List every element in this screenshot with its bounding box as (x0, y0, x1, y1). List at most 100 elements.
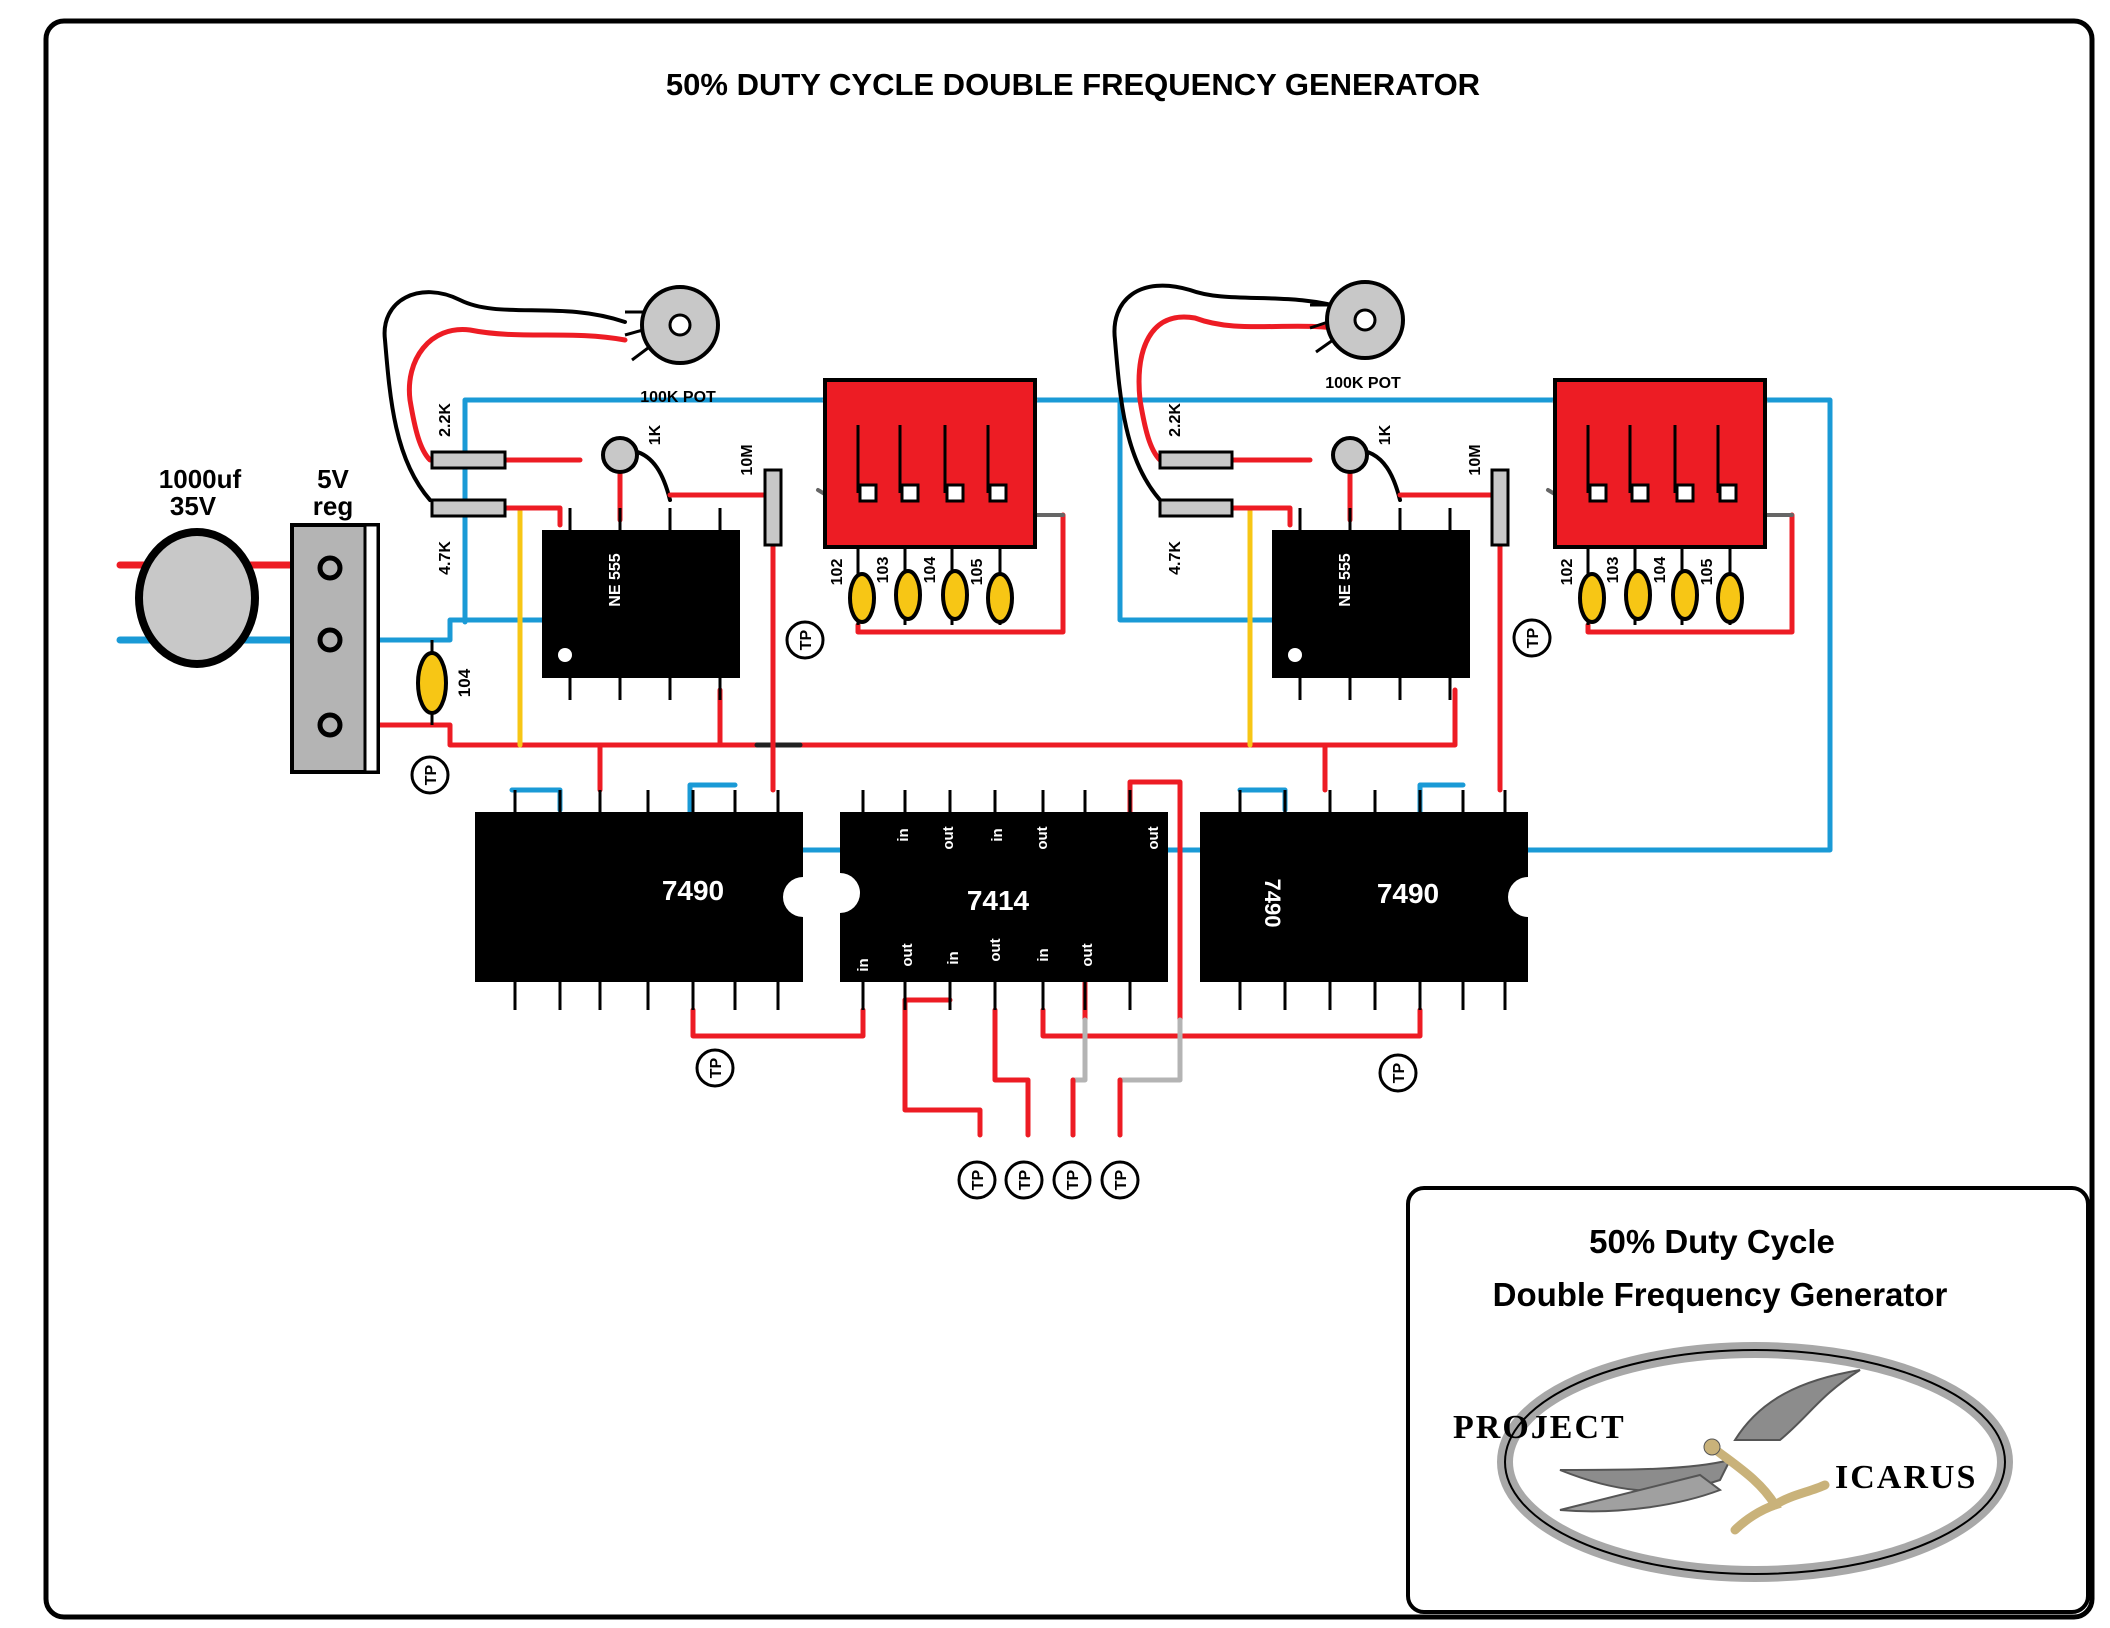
svg-text:TP: TP (1525, 627, 1542, 648)
left-10m-label: 10M (739, 444, 756, 475)
inverter-7414-label: 7414 (967, 885, 1030, 916)
left-resistor-4k7 (430, 498, 507, 518)
right-timing-caps (1578, 547, 1744, 625)
left-ne555-label: NE 555 (607, 553, 624, 606)
right-resistor-4k7 (1158, 498, 1234, 518)
pin-bot-0: in (855, 958, 872, 971)
left-resistor-10m (763, 468, 783, 547)
test-point-left-555: TP (785, 620, 825, 660)
test-point-inv-2: TP (1004, 1160, 1044, 1200)
right-cap-102: 102 (1559, 559, 1576, 586)
wire-right-4k7-red (1227, 505, 1293, 528)
page-title: 50% DUTY CYCLE DOUBLE FREQUENCY GENERATO… (666, 67, 1480, 102)
svg-text:TP: TP (708, 1057, 725, 1078)
left-4k7-label: 4.7K (437, 541, 454, 575)
wire-red-supply-bus (342, 687, 1458, 748)
pin-top-3: out (1034, 826, 1051, 849)
svg-text:TP: TP (970, 1169, 987, 1190)
svg-text:TP: TP (423, 764, 440, 785)
logo-word-icarus: ICARUS (1835, 1459, 1977, 1496)
right-pot-label: 100K POT (1325, 375, 1401, 392)
right-cap-103: 103 (1605, 557, 1622, 584)
test-point-inv-4: TP (1100, 1160, 1140, 1200)
pin-top-2: in (989, 828, 1006, 841)
right-1k-label: 1K (1377, 424, 1394, 445)
pin-top-1: out (940, 826, 957, 849)
test-point-inv-1: TP (957, 1160, 997, 1200)
wire-left-pot-red (406, 327, 628, 463)
logo-line-2: Double Frequency Generator (1493, 1276, 1948, 1313)
wire-blue-top-bus (462, 397, 1833, 853)
right-10m-label: 10M (1467, 444, 1484, 475)
decoupling-capacitor (416, 640, 448, 725)
right-resistor-2k2 (1158, 450, 1234, 470)
test-point-right-7490: TP (1378, 1053, 1418, 1093)
pin-bot-2: in (945, 951, 962, 964)
test-point-left-7490: TP (695, 1048, 735, 1088)
voltage-regulator (290, 523, 380, 774)
left-trimmer-1k (601, 436, 639, 474)
logo-line-1: 50% Duty Cycle (1589, 1223, 1835, 1260)
wire-right-dip-caps (1585, 512, 1795, 635)
decoupling-cap-label: 104 (455, 668, 474, 697)
test-point-regulator: TP (410, 755, 450, 795)
pin-top-0: in (895, 828, 912, 841)
right-dip-switch (1553, 378, 1767, 549)
left-resistor-2k2 (430, 450, 507, 470)
right-7490-chip (1200, 790, 1548, 1010)
svg-text:TP: TP (798, 629, 815, 650)
right-trimmer-1k (1331, 436, 1369, 474)
svg-text:TP: TP (1391, 1062, 1408, 1083)
pin-bot-3: out (987, 938, 1004, 961)
wire-left-7490-out-tp (690, 1007, 866, 1039)
wire-right-pot-red (1136, 314, 1353, 463)
left-7490-label: 7490 (662, 875, 724, 906)
electrolytic-capacitor (135, 528, 259, 668)
wire-left-4k7-red (502, 505, 563, 528)
inverter-pin-labels: in out in out out in out in out in out (855, 826, 1162, 971)
reg-label-1: 5V (317, 464, 349, 494)
left-pot-label: 100K POT (640, 389, 716, 406)
wire-right-7490-out-tp (1040, 1007, 1423, 1039)
left-pot (624, 285, 720, 365)
left-timing-caps (848, 547, 1014, 625)
left-cap-104: 104 (922, 557, 939, 584)
left-cap-103: 103 (875, 557, 892, 584)
wire-left-pot-black (382, 290, 627, 502)
left-cap-105: 105 (969, 559, 986, 586)
logo-word-project: PROJECT (1453, 1409, 1626, 1446)
right-7490-side-label: 7490 (1260, 879, 1285, 928)
right-ne555-chip (1272, 508, 1470, 700)
wire-right-pot-black (1112, 283, 1352, 502)
right-7490-label: 7490 (1377, 878, 1439, 909)
left-dip-switch (823, 378, 1037, 549)
pin-bot-4: in (1035, 948, 1052, 961)
right-pot (1309, 280, 1405, 360)
pin-bot-1: out (899, 943, 916, 966)
pin-bot-5: out (1079, 943, 1096, 966)
pin-top-4: out (1145, 826, 1162, 849)
right-cap-105: 105 (1699, 559, 1716, 586)
left-1k-label: 1K (647, 424, 664, 445)
svg-text:TP: TP (1065, 1169, 1082, 1190)
test-point-right-555: TP (1512, 618, 1552, 658)
test-points: TP TP TP TP TP TP TP TP (410, 618, 1552, 1200)
wire-left-dip-caps (855, 512, 1066, 635)
reg-label-2: reg (313, 491, 353, 521)
right-resistor-10m (1490, 468, 1510, 547)
wire-tp1 (902, 997, 983, 1138)
cap-value-label: 1000uf (159, 464, 242, 494)
right-cap-104: 104 (1652, 557, 1669, 584)
test-point-inv-3: TP (1052, 1160, 1092, 1200)
project-icarus-logo (1497, 1342, 2013, 1582)
svg-text:TP: TP (1017, 1169, 1034, 1190)
cap-voltage-label: 35V (170, 491, 217, 521)
right-2k2-label: 2.2K (1167, 403, 1184, 437)
right-ne555-label: NE 555 (1337, 553, 1354, 606)
wire-tp2 (992, 1007, 1031, 1138)
inverter-7414-chip (820, 790, 1168, 1010)
left-2k2-label: 2.2K (437, 403, 454, 437)
svg-text:TP: TP (1113, 1169, 1130, 1190)
right-4k7-label: 4.7K (1167, 541, 1184, 575)
left-ne555-chip (542, 508, 740, 700)
